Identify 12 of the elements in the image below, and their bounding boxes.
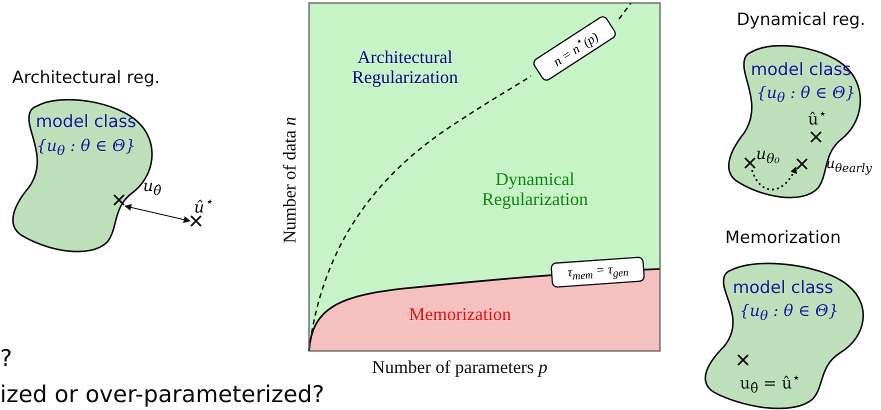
slide-text: ? [0,348,12,371]
slide-text: ized or over-parameterized? [0,384,324,407]
curve-label: τ$_{mem}$ = τ$_{gen}$ [567,261,629,283]
heading: Architectural reg. [11,68,161,88]
region-label: Architectural Regularization [351,48,459,88]
point-label: û$^{⋆}$ [194,194,212,216]
region-label: Dynamical Regularization [481,170,589,210]
region-label: Memorization [408,305,512,325]
axis-label: Number of parameters p [372,357,548,378]
axis-label: Number of data n [280,116,300,244]
heading: Dynamical reg. [736,10,866,30]
heading: Memorization [724,228,842,248]
